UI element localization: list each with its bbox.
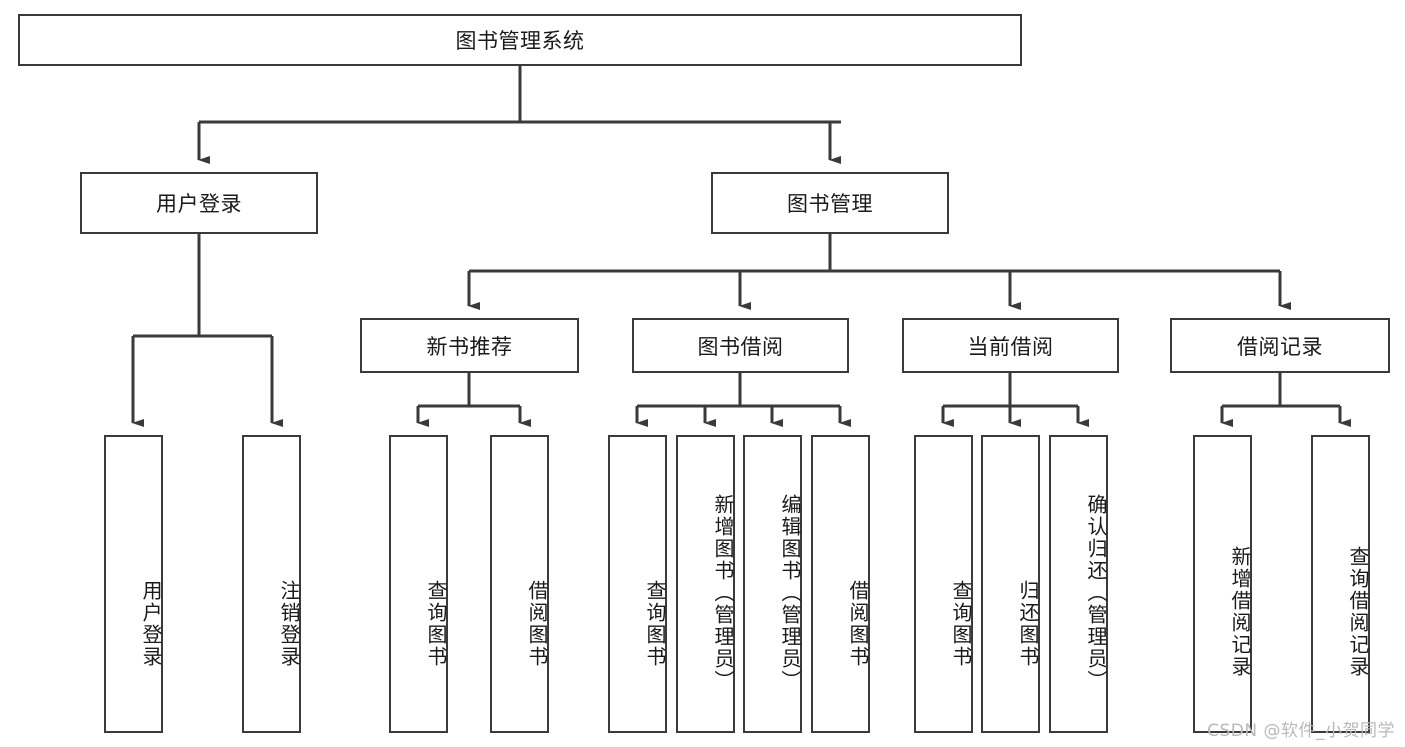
node-user-login[interactable]: 用户登录 <box>80 172 318 234</box>
leaf-current-borrow-return[interactable]: 归还图书 <box>981 435 1040 733</box>
node-new-book-recommend[interactable]: 新书推荐 <box>360 318 579 373</box>
node-root-system[interactable]: 图书管理系统 <box>18 14 1022 66</box>
leaf-current-borrow-query[interactable]: 查询图书 <box>914 435 973 733</box>
leaf-new-book-borrow[interactable]: 借阅图书 <box>490 435 549 733</box>
leaf-borrow-record-query[interactable]: 查询借阅记录 <box>1311 435 1370 733</box>
leaf-book-borrow-borrow[interactable]: 借阅图书 <box>811 435 870 733</box>
node-book-management[interactable]: 图书管理 <box>711 172 949 234</box>
node-borrow-record[interactable]: 借阅记录 <box>1170 318 1390 373</box>
leaf-book-borrow-query[interactable]: 查询图书 <box>608 435 667 733</box>
leaf-book-borrow-add-admin[interactable]: 新增图书（管理员） <box>676 435 735 733</box>
leaf-borrow-record-add[interactable]: 新增借阅记录 <box>1193 435 1252 733</box>
node-book-borrow[interactable]: 图书借阅 <box>632 318 849 373</box>
leaf-user-login-logout[interactable]: 注销登录 <box>242 435 301 733</box>
leaf-user-login-login[interactable]: 用户登录 <box>104 435 163 733</box>
csdn-watermark: CSDN @软件_小贺同学 <box>1207 721 1395 741</box>
leaf-new-book-query[interactable]: 查询图书 <box>389 435 448 733</box>
leaf-current-borrow-confirm-admin[interactable]: 确认归还（管理员） <box>1049 435 1108 733</box>
node-current-borrow[interactable]: 当前借阅 <box>902 318 1119 373</box>
leaf-book-borrow-edit-admin[interactable]: 编辑图书（管理员） <box>743 435 802 733</box>
